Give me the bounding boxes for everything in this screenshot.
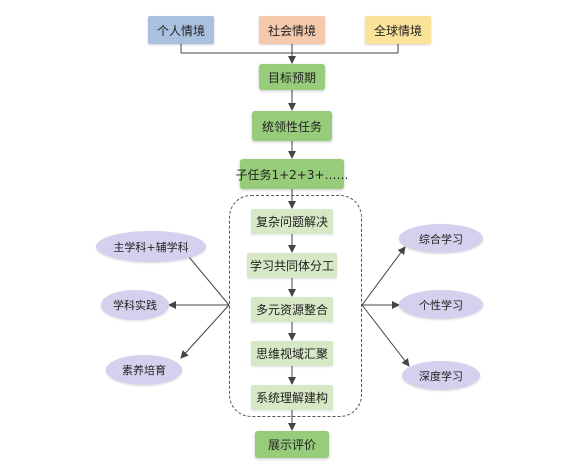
context-global: 全球情境 (365, 16, 431, 44)
task-box: 统领性任务 (252, 111, 332, 141)
arrow-to-outcome-right-3 (361, 304, 410, 367)
outcome-deep-learning: 深度学习 (402, 361, 480, 390)
outcome-literacy-cultivation: 素养培育 (106, 355, 182, 385)
evaluation-box: 展示评价 (255, 431, 329, 458)
context-social: 社会情境 (259, 16, 325, 44)
arrow-to-outcome-left-3 (180, 304, 230, 359)
core-step-thinking-convergence: 思维视域汇聚 (251, 341, 333, 366)
arrow-to-outcome-left-1 (183, 250, 230, 306)
outcome-comprehensive-learning: 综合学习 (399, 224, 483, 253)
context-personal: 个人情境 (148, 16, 214, 44)
core-step-resource-integration: 多元资源整合 (251, 297, 333, 322)
core-process-group (229, 195, 362, 417)
core-step-community-division: 学习共同体分工 (247, 253, 337, 278)
outcome-personalized-learning: 个性学习 (399, 290, 483, 319)
subtasks-box: 子任务1+2+3+…… (235, 159, 349, 189)
goal-box: 目标预期 (259, 64, 325, 90)
core-step-system-construction: 系统理解建构 (251, 385, 333, 410)
outcome-main-sub-discipline: 主学科+辅学科 (96, 231, 206, 262)
outcome-discipline-practice: 学科实践 (101, 290, 169, 320)
arrow-to-outcome-right-1 (361, 246, 406, 306)
core-step-complex-problem: 复杂问题解决 (251, 209, 333, 234)
